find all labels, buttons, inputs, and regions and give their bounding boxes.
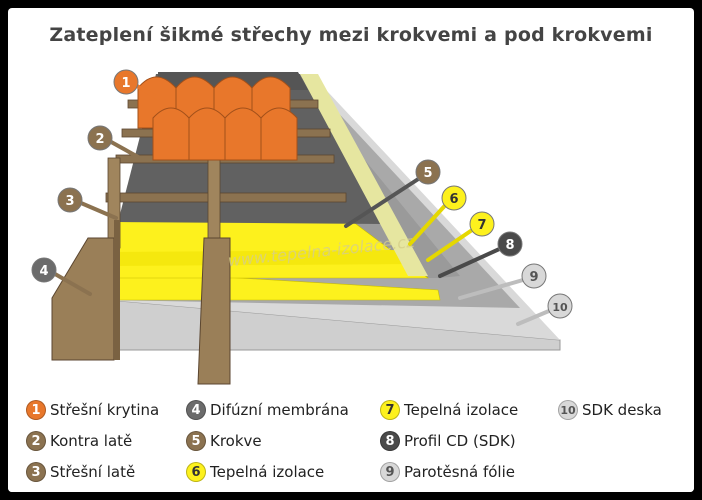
rafter-left-top bbox=[114, 220, 120, 360]
marker-3: 3 bbox=[57, 187, 83, 213]
marker-number: 2 bbox=[95, 132, 104, 147]
diagram-title: Zateplení šikmé střechy mezi krokvemi a … bbox=[49, 24, 653, 46]
marker-circle bbox=[87, 125, 113, 151]
rafter-right bbox=[197, 237, 231, 385]
marker-number: 3 bbox=[65, 194, 74, 209]
roof-tiles bbox=[137, 76, 298, 161]
batten-4 bbox=[105, 192, 347, 203]
marker-8: 8 bbox=[497, 231, 523, 257]
marker-number: 10 bbox=[552, 301, 568, 314]
marker-circle bbox=[521, 263, 547, 289]
marker-number: 8 bbox=[505, 238, 514, 253]
layer-edge-strip bbox=[300, 74, 428, 276]
marker-circle bbox=[415, 159, 441, 185]
marker-number: 5 bbox=[423, 166, 432, 181]
marker-circle bbox=[113, 69, 139, 95]
marker-5: 5 bbox=[415, 159, 441, 185]
marker-circle bbox=[469, 211, 495, 237]
marker-6: 6 bbox=[441, 185, 467, 211]
marker-circle bbox=[497, 231, 523, 257]
markers: 1 2 3 4 5 6 7 8 9 10 bbox=[31, 69, 573, 319]
marker-10: 10 bbox=[547, 293, 573, 319]
marker-circle bbox=[31, 257, 57, 283]
marker-4: 4 bbox=[31, 257, 57, 283]
legend-box bbox=[8, 390, 694, 492]
marker-number: 1 bbox=[121, 76, 130, 91]
diagram-frame: Zateplení šikmé střechy mezi krokvemi a … bbox=[8, 8, 694, 492]
marker-number: 4 bbox=[39, 264, 48, 279]
layer-tepelna-izolace-stripe bbox=[110, 250, 418, 266]
marker-number: 7 bbox=[477, 218, 486, 233]
marker-number: 6 bbox=[449, 192, 458, 207]
counter-batten-2 bbox=[207, 157, 221, 249]
marker-circle bbox=[547, 293, 573, 319]
marker-circle bbox=[57, 187, 83, 213]
rafter-left bbox=[51, 237, 115, 361]
marker-circle bbox=[441, 185, 467, 211]
marker-7: 7 bbox=[469, 211, 495, 237]
marker-9: 9 bbox=[521, 263, 547, 289]
marker-1: 1 bbox=[113, 69, 139, 95]
marker-number: 9 bbox=[529, 270, 538, 285]
marker-2: 2 bbox=[87, 125, 113, 151]
